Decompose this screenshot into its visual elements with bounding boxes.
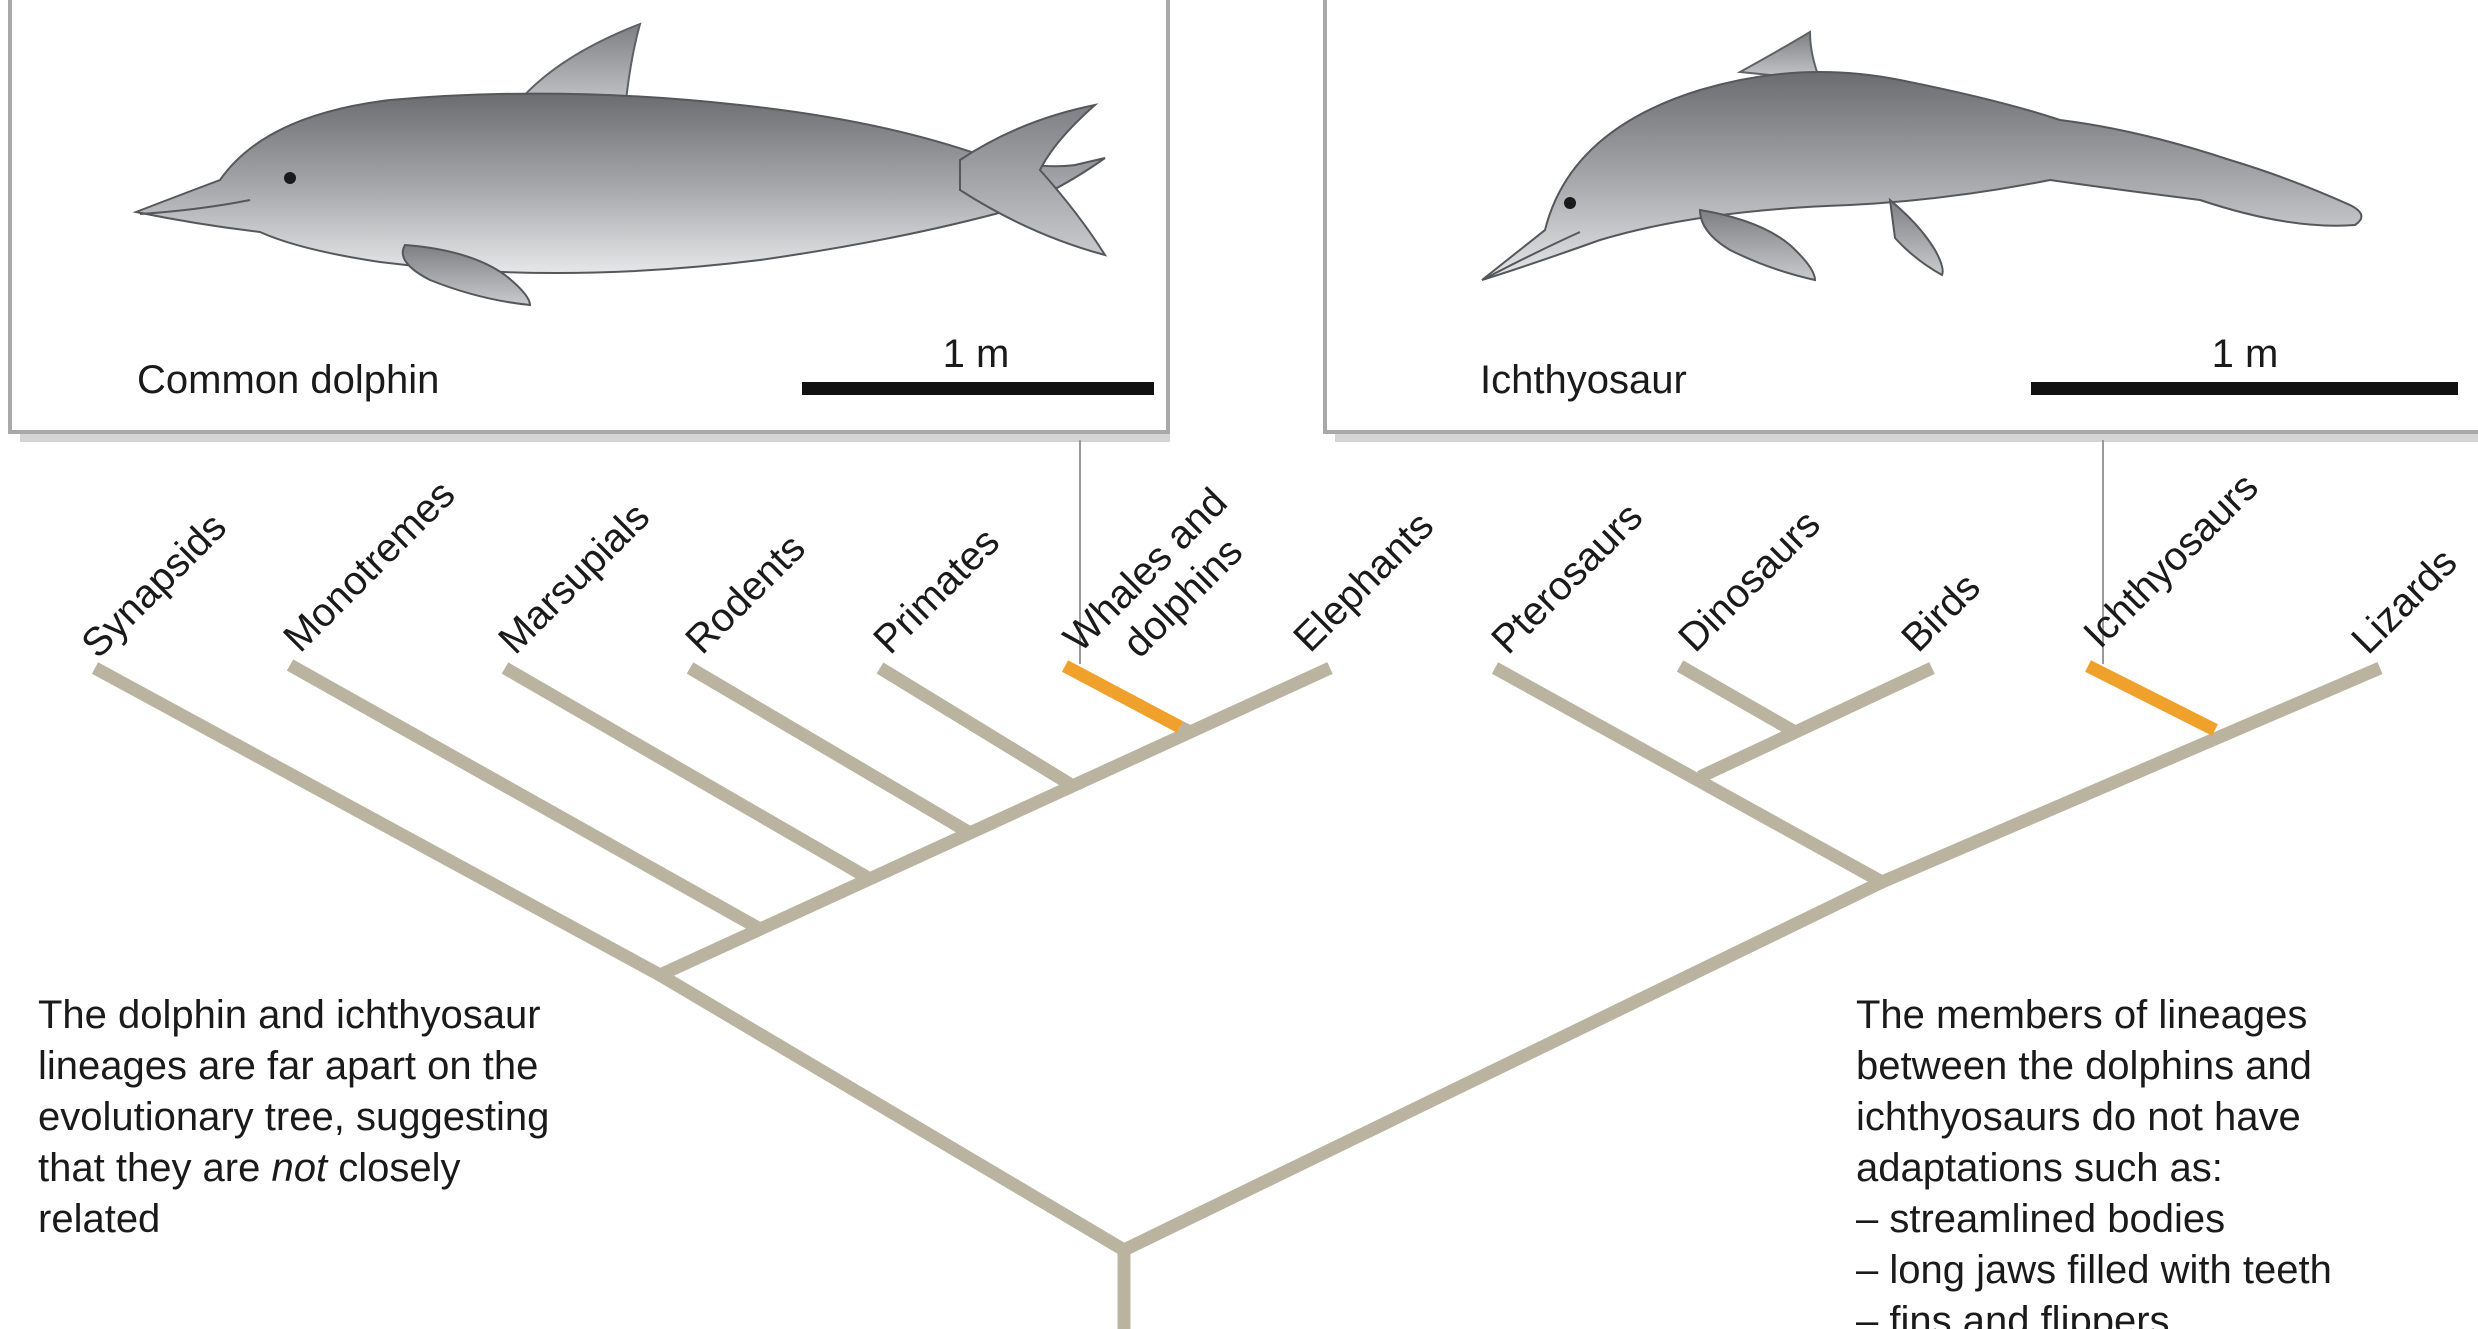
dolphin-eye <box>284 172 296 184</box>
branch-monotremes <box>290 665 760 929</box>
adaptation-item: long jaws filled with teeth <box>1856 1245 2456 1296</box>
right-caption-line: adaptations such as: <box>1856 1143 2456 1194</box>
adaptation-item: streamlined bodies <box>1856 1194 2456 1245</box>
taxon-label-synapsids: Synapsids <box>73 505 235 667</box>
branch-reptile-backbone <box>1882 668 2380 882</box>
branch-dinosaurs <box>1680 666 1795 732</box>
branch-pterosaurs <box>1495 668 1882 882</box>
taxon-label-monotremes: Monotremes <box>275 472 463 660</box>
left-caption-line: evolutionary tree, suggesting <box>38 1092 638 1143</box>
ichthyosaur-scale-bar <box>2031 382 2458 395</box>
taxon-label-pterosaurs: Pterosaurs <box>1483 494 1651 662</box>
taxon-label-whales-and-dolphins: Whales anddolphins <box>1055 480 1268 693</box>
taxon-labels: Synapsids Monotremes Marsupials Rodents … <box>73 465 2465 693</box>
taxon-label-whales-dolphins-text: Whales anddolphins <box>1055 480 1268 693</box>
left-caption-line: related <box>38 1194 638 1245</box>
branch-mammal-clade-stem <box>660 975 1124 1250</box>
taxon-label-primates: Primates <box>865 520 1008 663</box>
adaptation-list: streamlined bodies long jaws filled with… <box>1856 1194 2456 1329</box>
left-caption-emphasis: not <box>271 1146 327 1190</box>
left-caption-line: that they are not closely <box>38 1143 638 1194</box>
dolphin-panel: Common dolphin 1 m <box>10 0 1170 442</box>
dolphin-scale-bar <box>802 382 1154 395</box>
adaptation-item: fins and flippers <box>1856 1296 2456 1329</box>
taxon-label-rodents: Rodents <box>677 526 813 662</box>
taxon-label-dinosaurs: Dinosaurs <box>1670 502 1828 660</box>
ichthyosaur-eye <box>1564 197 1576 209</box>
dolphin-label: Common dolphin <box>137 358 439 402</box>
branch-whales-dolphins-base <box>1180 727 1190 732</box>
left-caption-text: that they are <box>38 1146 271 1190</box>
branch-ichthyosaurs <box>2088 666 2215 730</box>
right-caption: The members of lineages between the dolp… <box>1856 990 2456 1329</box>
branch-whales-dolphins <box>1065 666 1180 727</box>
branch-dinosaur-bird-stem <box>1700 668 1932 777</box>
branch-primates <box>880 668 1073 786</box>
right-caption-line: The members of lineages <box>1856 990 2456 1041</box>
taxon-label-lizards: Lizards <box>2343 540 2465 662</box>
branch-reptile-clade-stem <box>1124 882 1882 1250</box>
dolphin-scale-label: 1 m <box>943 332 1010 376</box>
left-caption-text: closely <box>327 1146 460 1190</box>
taxon-label-elephants: Elephants <box>1285 503 1442 660</box>
right-caption-line: between the dolphins and <box>1856 1041 2456 1092</box>
branch-marsupials <box>505 668 870 879</box>
left-caption-line: lineages are far apart on the <box>38 1041 638 1092</box>
ichthyosaur-panel: Ichthyosaur 1 m <box>1325 0 2478 442</box>
left-caption: The dolphin and ichthyosaur lineages are… <box>38 990 638 1245</box>
ichthyosaur-label: Ichthyosaur <box>1480 358 1687 402</box>
ichthyosaur-scale-label: 1 m <box>2212 332 2279 376</box>
taxon-label-birds: Birds <box>1893 565 1989 661</box>
right-caption-line: ichthyosaurs do not have <box>1856 1092 2456 1143</box>
taxon-label-marsupials: Marsupials <box>490 494 658 662</box>
left-caption-line: The dolphin and ichthyosaur <box>38 990 638 1041</box>
